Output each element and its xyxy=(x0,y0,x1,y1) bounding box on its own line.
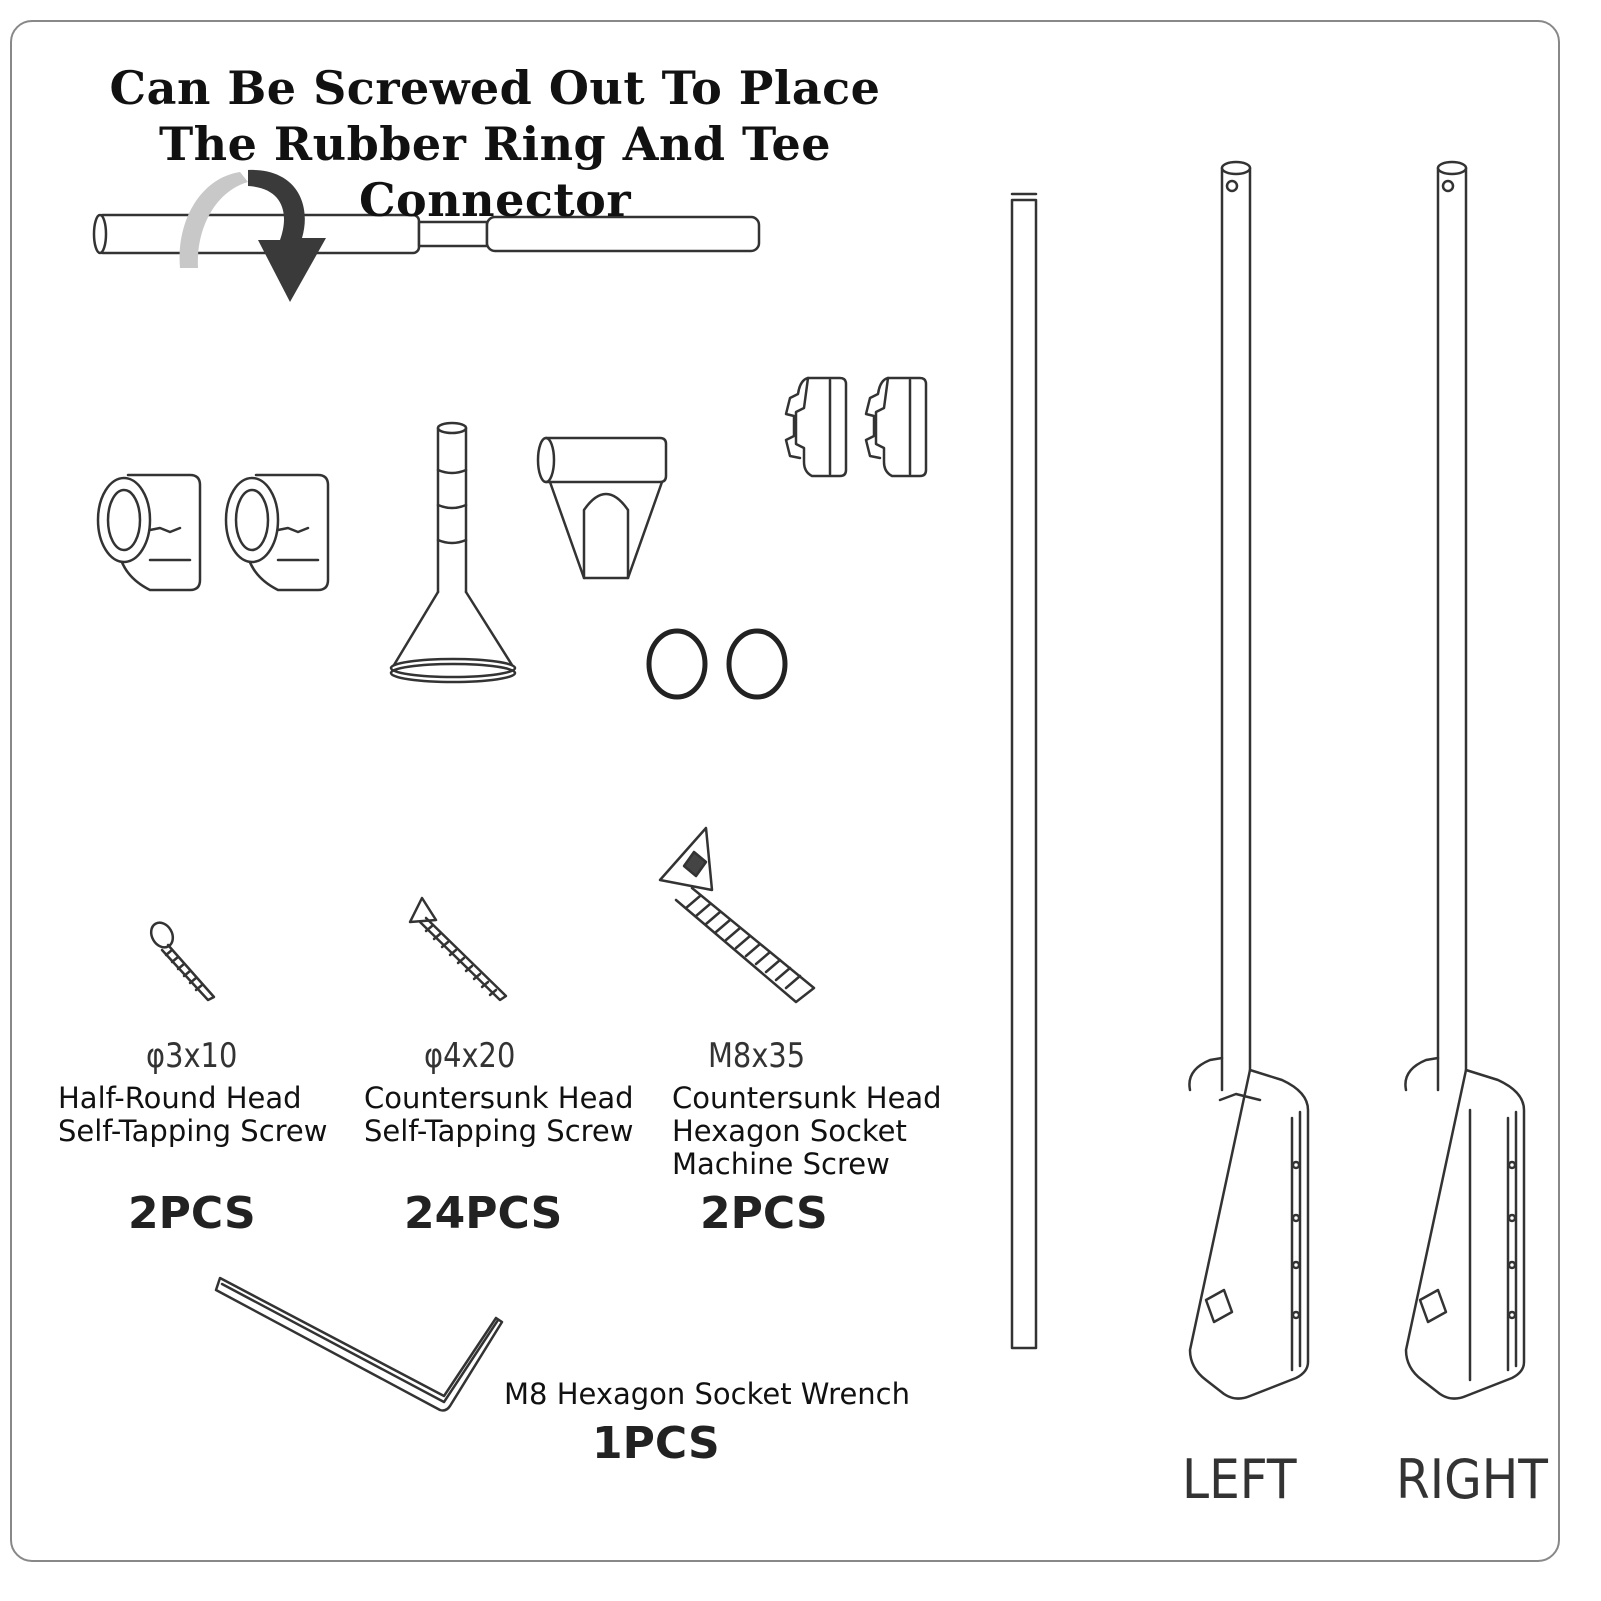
screw-2-name-line-1: Countersunk Head xyxy=(364,1081,634,1115)
screw-3-name: Countersunk Head Hexagon Socket Machine … xyxy=(672,1082,942,1181)
screw-2-qty: 24PCS xyxy=(404,1188,563,1239)
screw-1-name-line-1: Half-Round Head xyxy=(58,1081,302,1115)
screw-3-name-line-2: Hexagon Socket xyxy=(672,1114,907,1148)
diagram-title: Can Be Screwed Out To Place The Rubber R… xyxy=(20,60,970,228)
end-bracket-left-part xyxy=(96,473,202,592)
telescopic-pole xyxy=(92,213,761,255)
wrench-name: M8 Hexagon Socket Wrench xyxy=(504,1377,910,1411)
wrench-qty: 1PCS xyxy=(592,1418,720,1469)
title-line-2: The Rubber Ring And Tee Connector xyxy=(158,117,832,227)
countersunk-self-tapping-screw-part xyxy=(408,896,508,1002)
clip-part-a xyxy=(784,376,848,478)
screw-3-spec: M8x35 xyxy=(708,1036,806,1076)
right-rod-label: RIGHT xyxy=(1396,1448,1549,1511)
screw-2-name: Countersunk Head Self-Tapping Screw xyxy=(364,1082,634,1148)
screw-1-name: Half-Round Head Self-Tapping Screw xyxy=(58,1082,328,1148)
hexagon-socket-machine-screw-part xyxy=(658,826,816,1004)
half-round-screw-part xyxy=(149,921,216,1002)
screw-3-name-line-3: Machine Screw xyxy=(672,1147,890,1181)
screw-2-spec: φ4x20 xyxy=(424,1036,516,1076)
tee-connector-part xyxy=(536,436,668,580)
screw-1-name-line-2: Self-Tapping Screw xyxy=(58,1114,328,1148)
right-rod-with-base-part xyxy=(1404,160,1526,1400)
screw-1-qty: 2PCS xyxy=(128,1188,256,1239)
title-line-1: Can Be Screwed Out To Place xyxy=(109,61,881,115)
left-rod-with-base-part xyxy=(1188,160,1310,1400)
rotate-arrow-icon xyxy=(179,169,326,302)
screw-3-qty: 2PCS xyxy=(700,1188,828,1239)
diagram-frame xyxy=(10,20,1560,1562)
screw-1-spec: φ3x10 xyxy=(146,1036,238,1076)
left-rod-label: LEFT xyxy=(1182,1448,1297,1511)
end-bracket-right-part xyxy=(224,473,330,592)
hexagon-wrench-part xyxy=(214,1276,504,1412)
floor-stand-part xyxy=(389,421,517,684)
screw-2-name-line-2: Self-Tapping Screw xyxy=(364,1114,634,1148)
screw-3-name-line-1: Countersunk Head xyxy=(672,1081,942,1115)
clip-part-b xyxy=(864,376,928,478)
straight-rod-part xyxy=(1010,192,1038,1350)
rubber-ring-parts xyxy=(646,628,788,700)
